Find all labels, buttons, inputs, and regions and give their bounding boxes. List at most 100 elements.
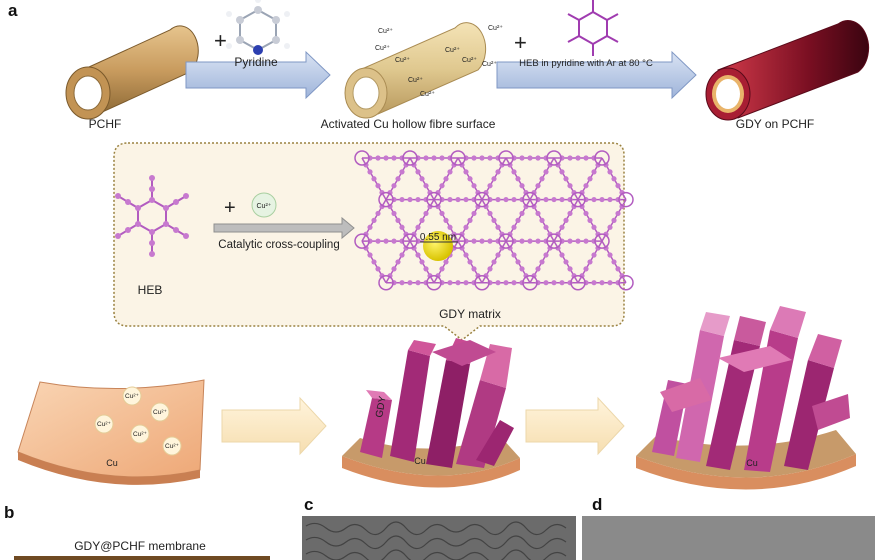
cu-label-1: Cu [106, 458, 118, 468]
gdy-growth-cluster-2 [636, 306, 856, 490]
lattice-atom [407, 280, 413, 286]
lattice-atom [503, 280, 509, 286]
lattice-atom [611, 259, 617, 265]
gdy-fibre-label: GDY on PCHF [736, 117, 814, 131]
arrow-step-2 [496, 50, 697, 100]
lattice-atom [515, 259, 521, 265]
lattice-atom [567, 238, 573, 244]
lattice-ring [402, 150, 418, 166]
lattice-atom [423, 155, 429, 161]
lattice-atom [515, 176, 521, 182]
lattice-atom [495, 280, 501, 286]
lattice-atom [375, 238, 381, 244]
lattice-atom [575, 238, 581, 244]
lattice-atom [419, 176, 425, 182]
lattice-atom [515, 217, 521, 223]
lattice-atom [487, 238, 493, 244]
sem-texture-c [305, 521, 567, 560]
lattice-atom [399, 224, 405, 230]
lattice-atom [527, 155, 533, 161]
lattice-atom [399, 196, 405, 203]
lattice-atom [559, 280, 565, 286]
lattice-atom [467, 259, 473, 265]
lattice-atom [491, 259, 497, 265]
arrow-cross-coupling [213, 216, 355, 240]
lattice-atom [551, 280, 557, 286]
lattice-atom [615, 266, 621, 272]
lattice-atom [487, 266, 493, 272]
lattice-atom [471, 210, 477, 217]
lattice-atom [591, 224, 597, 230]
lattice-ring [354, 233, 370, 249]
lattice-atom [519, 155, 525, 161]
lattice-ring [426, 191, 442, 208]
lattice-atom [463, 224, 469, 230]
heb-conditions-label: HEB in pyridine with Ar at 80 °C [519, 58, 653, 69]
reaction-label: Catalytic cross-coupling [218, 239, 339, 251]
lattice-ring [450, 150, 466, 166]
lattice-atom [543, 252, 549, 258]
plus-sign-3: + [224, 197, 236, 219]
lattice-atom [543, 224, 549, 230]
lattice-atom [591, 196, 597, 203]
lattice-atom [395, 259, 401, 265]
lattice-atom [447, 280, 453, 286]
lattice-ring [546, 150, 562, 166]
lattice-atom [511, 196, 517, 203]
pore-size-label: 0.55 nm [420, 232, 456, 243]
lattice-ring [522, 274, 538, 291]
lattice-atom [367, 224, 373, 230]
lattice-atom [491, 176, 497, 182]
lattice-atom [511, 169, 517, 175]
lattice-atom [567, 266, 573, 272]
lattice-atom [587, 259, 593, 265]
lattice-atom [375, 155, 381, 161]
lattice-ring [618, 274, 634, 291]
gdy-matrix-label: GDY matrix [439, 307, 501, 321]
arrow-growth-2 [525, 396, 625, 456]
cu-ion-label: Cu²⁺ [375, 45, 390, 52]
lattice-atom [607, 280, 613, 286]
lattice-atom [563, 176, 569, 182]
lattice-atom [447, 169, 453, 175]
lattice-atom [463, 252, 469, 258]
cu-ion-labels-top: Cu²⁺ Cu²⁺ Cu²⁺ Cu²⁺ Cu²⁺ Cu²⁺ Cu²⁺ Cu²⁺ … [375, 25, 503, 98]
lattice-atom [487, 210, 493, 217]
lattice-atom [607, 252, 613, 258]
gdy-matrix-lattice [354, 150, 634, 291]
cu-ion-label: Cu²⁺ [165, 443, 179, 450]
lattice-atom [583, 238, 589, 244]
lattice-ring [594, 150, 610, 166]
lattice-ring [522, 191, 538, 208]
cu-ion-label: Cu²⁺ [462, 57, 477, 64]
cu-ion-bubble [251, 192, 277, 218]
lattice-ring [378, 191, 394, 208]
lattice-atom [415, 280, 421, 286]
lattice-atom [463, 196, 469, 203]
pchf-fibre [65, 25, 199, 120]
lattice-atom [519, 183, 525, 189]
lattice-atom [375, 210, 381, 217]
lattice-atom [391, 183, 397, 189]
lattice-atom [495, 196, 501, 203]
lattice-atom [563, 217, 569, 223]
lattice-atom [587, 217, 593, 223]
lattice-ring [498, 150, 514, 166]
lattice-atom [535, 266, 541, 272]
lattice-atom [423, 183, 429, 189]
lattice-atom [535, 238, 541, 244]
lattice-ring [570, 191, 586, 208]
cu-ion-label: Cu²⁺ [488, 25, 503, 32]
cu-ion-label: Cu²⁺ [482, 61, 497, 68]
lattice-atom [399, 280, 405, 286]
lattice-atom [543, 169, 549, 175]
lattice-atom [463, 280, 469, 286]
lattice-atom [455, 196, 461, 203]
lattice-atom [375, 266, 381, 272]
panel-label-c: c [304, 495, 313, 514]
lattice-atom [495, 252, 501, 258]
lattice-atom [383, 238, 389, 244]
lattice-atom [559, 224, 565, 230]
lattice-ring [570, 274, 586, 291]
